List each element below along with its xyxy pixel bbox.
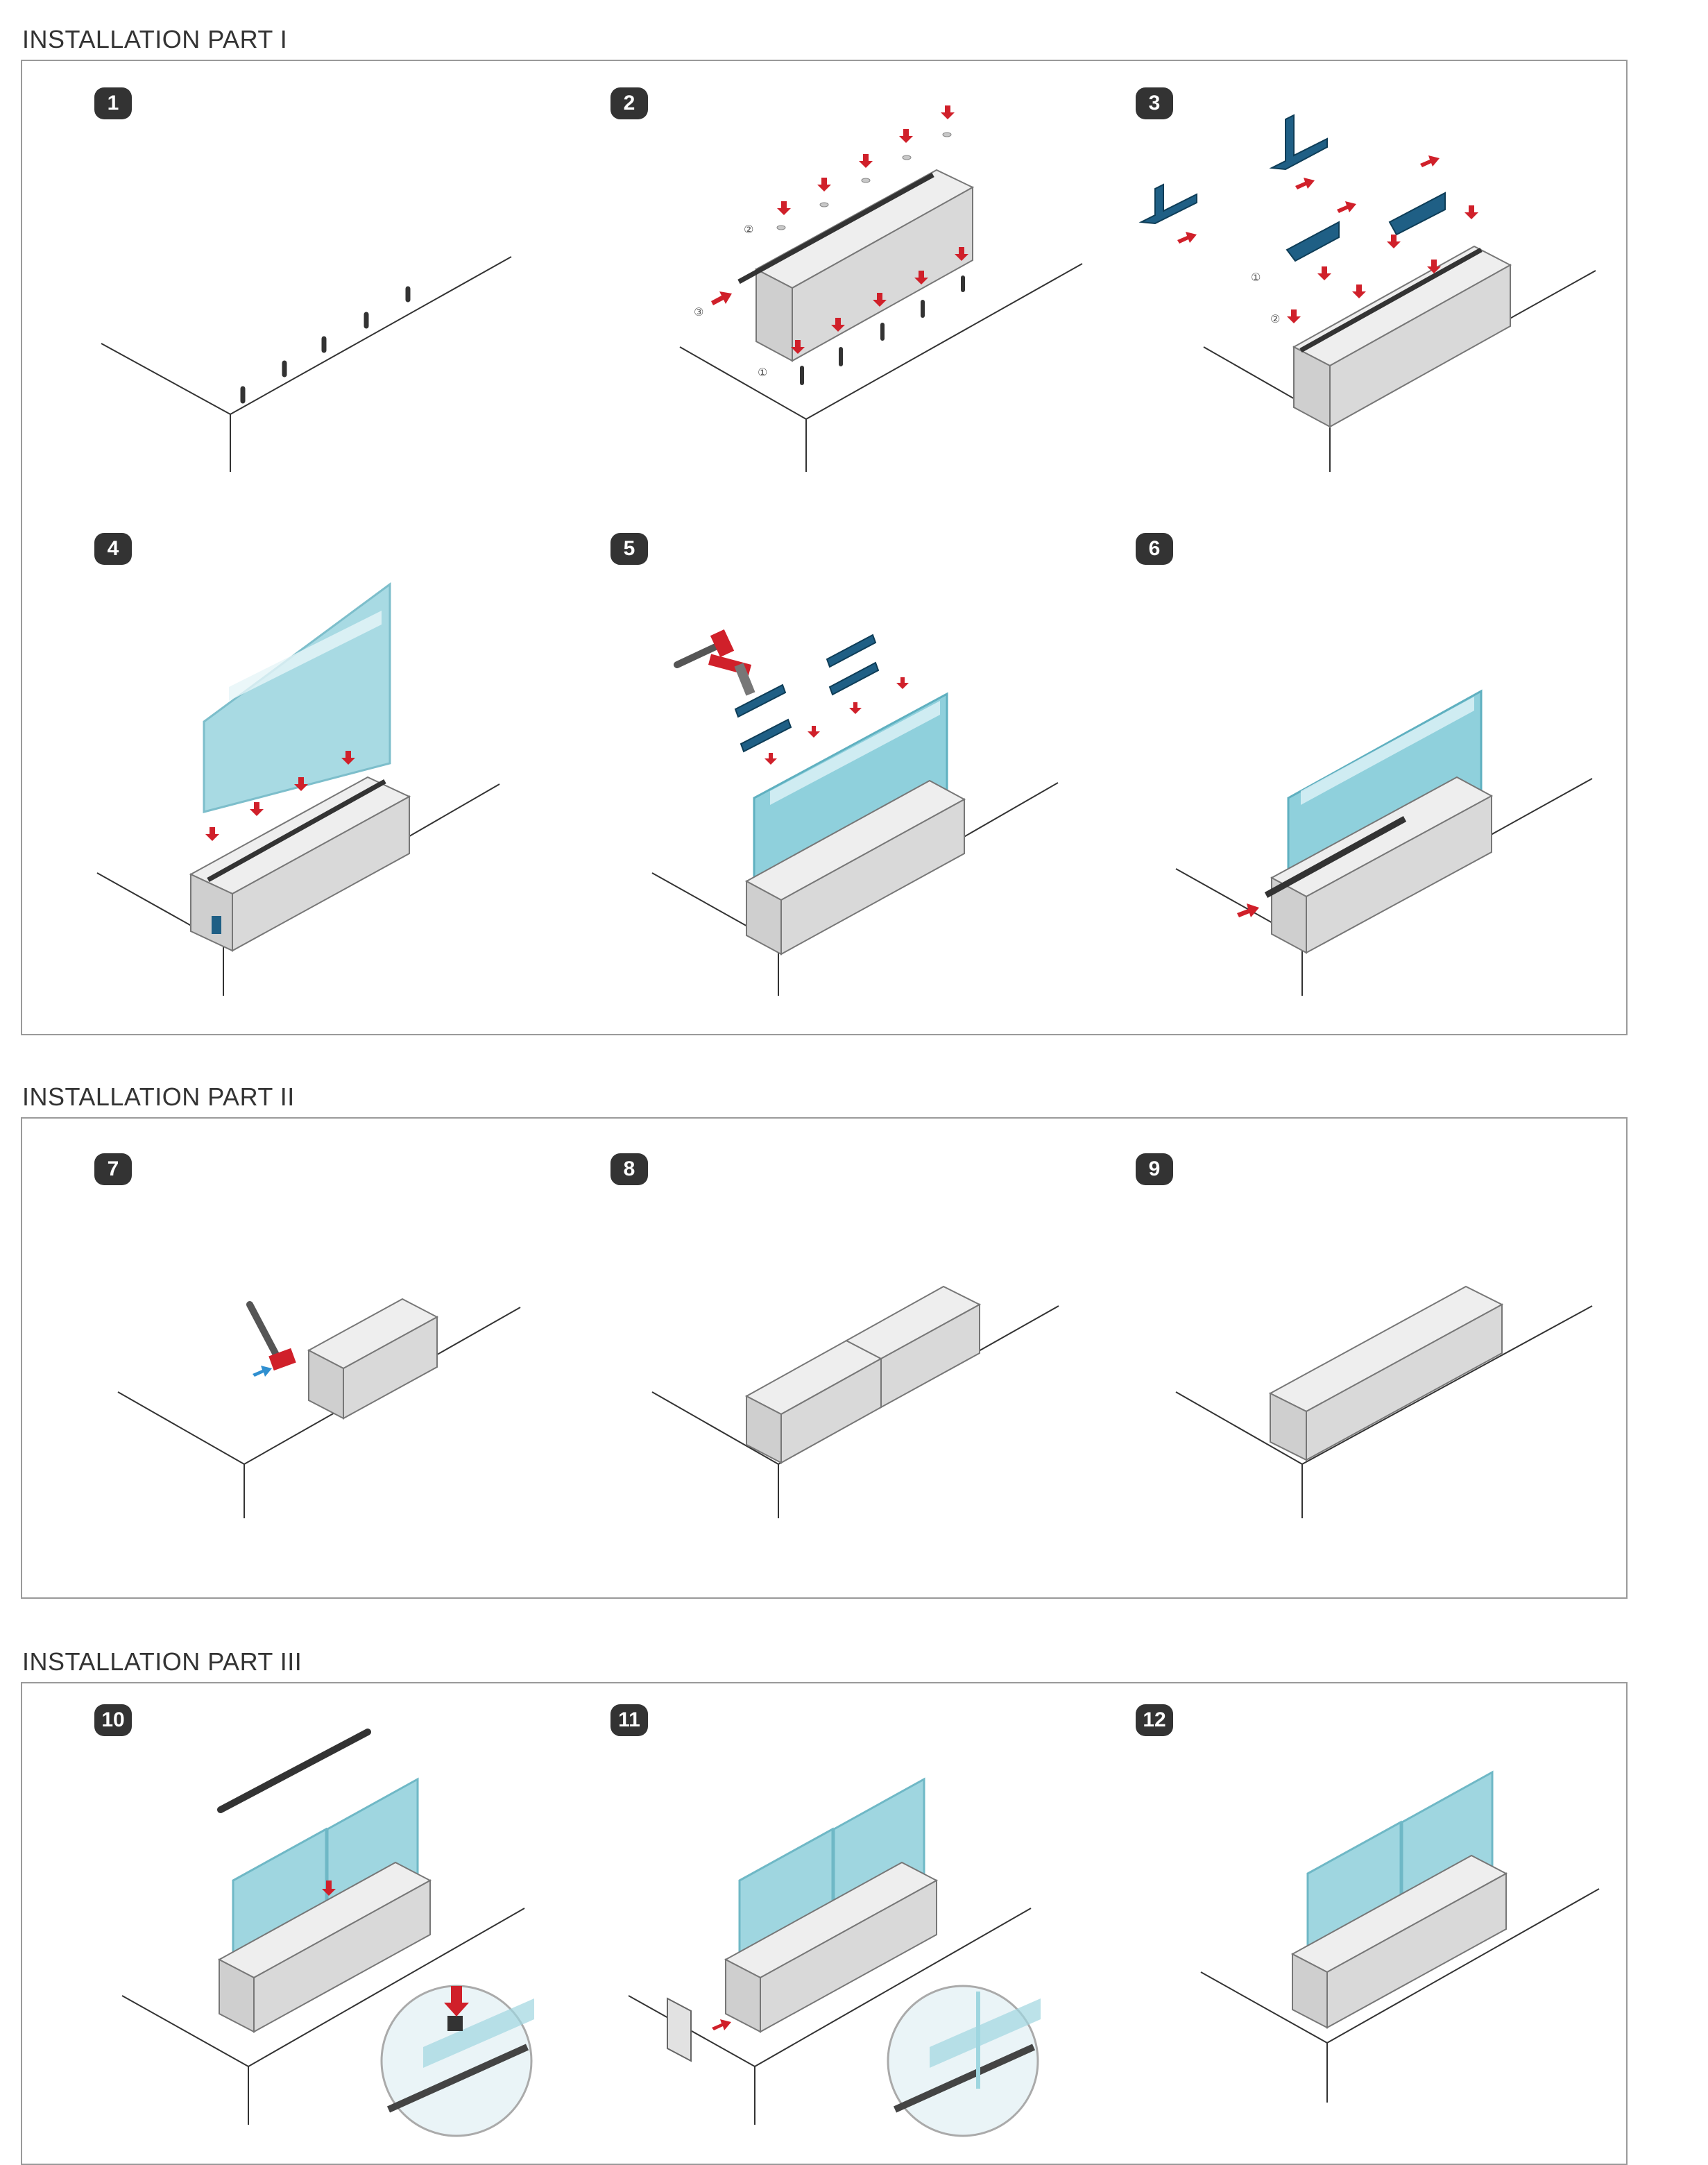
section-title-part-1: INSTALLATION PART I: [22, 25, 288, 53]
glass-insert-illustration: [96, 582, 500, 996]
step-10: 10: [76, 1700, 604, 2144]
callout-2: ②: [1270, 312, 1280, 325]
step-3: 3 ① ②: [1113, 83, 1641, 500]
step-number-badge: 7: [94, 1153, 132, 1185]
section-title-part-2: INSTALLATION PART II: [22, 1082, 295, 1111]
step-number-badge: 9: [1136, 1153, 1173, 1185]
step-number-badge: 12: [1136, 1704, 1173, 1736]
step-number-badge: 10: [94, 1704, 132, 1736]
step-number-badge: 6: [1136, 533, 1173, 565]
step-4: 4: [76, 527, 604, 1013]
end-cap-illustration: [628, 1777, 1041, 2137]
gasket-insert-illustration: [1175, 689, 1593, 996]
profile-join-illustration: [651, 1285, 1059, 1518]
step-number-badge: 3: [1136, 87, 1173, 119]
callout-1: ①: [758, 366, 767, 379]
step-8: 8: [590, 1145, 1117, 1561]
step-6: 6: [1113, 527, 1641, 1013]
step-number-badge: 4: [94, 533, 132, 565]
step-12: 12: [1113, 1700, 1641, 2144]
glass-join-detail-illustration: [121, 1729, 534, 2137]
glass-tighten-illustration: [651, 629, 1059, 996]
step-11: 11: [590, 1700, 1117, 2144]
callout-1: ①: [1251, 271, 1261, 284]
profile-mount-illustration: ② ③ ①: [679, 105, 1083, 472]
step-number-badge: 5: [610, 533, 648, 565]
callout-2: ②: [744, 223, 753, 236]
step-7: 7: [76, 1145, 604, 1561]
step-number-badge: 2: [610, 87, 648, 119]
finished-illustration: [1200, 1770, 1600, 2103]
step-5: 5: [590, 527, 1117, 1013]
step-9: 9: [1113, 1145, 1641, 1561]
step-2: 2: [590, 83, 1117, 500]
section-title-part-3: INSTALLATION PART III: [22, 1647, 302, 1676]
profile-joined-illustration: [1175, 1285, 1593, 1518]
callout-3: ③: [694, 305, 703, 319]
wedge-inserts-illustration: ① ②: [1138, 114, 1596, 472]
connector-hammer-illustration: [117, 1298, 521, 1518]
step-number-badge: 11: [610, 1704, 648, 1736]
stud-bolts-illustration: [101, 256, 512, 472]
step-1: 1: [76, 83, 604, 500]
step-number-badge: 1: [94, 87, 132, 119]
step-number-badge: 8: [610, 1153, 648, 1185]
